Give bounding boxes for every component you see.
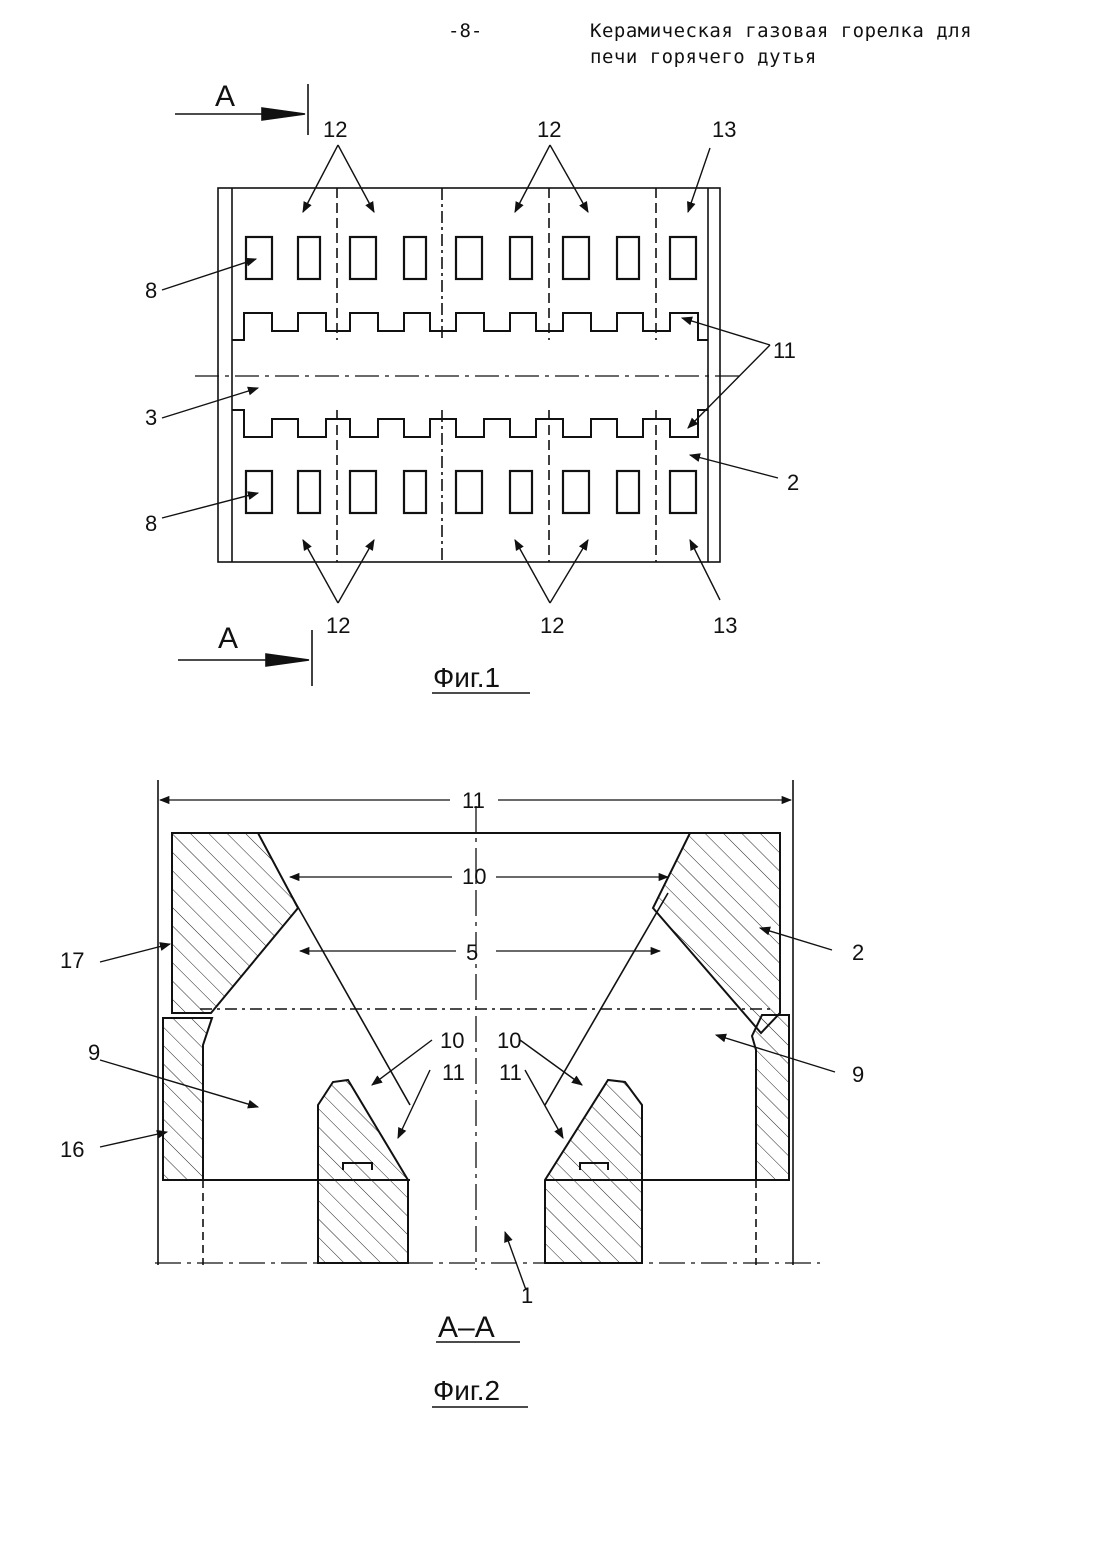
upper-air-openings xyxy=(246,237,696,279)
label-8-upper: 8 xyxy=(145,278,157,303)
label-16: 16 xyxy=(60,1137,84,1162)
label-12-top-right: 12 xyxy=(537,117,561,142)
central-gas-channel xyxy=(232,313,708,437)
lower-air-openings xyxy=(246,471,696,513)
label-11-left: 11 xyxy=(442,1060,465,1085)
label-2-fig2: 2 xyxy=(852,940,864,965)
section-marker-top: A xyxy=(175,80,308,135)
label-13-top: 13 xyxy=(712,117,736,142)
label-1: 1 xyxy=(521,1283,533,1308)
label-10-right: 10 xyxy=(497,1028,521,1053)
section-a-a-caption: A–A xyxy=(438,1311,495,1344)
gas-nozzle-left xyxy=(318,1080,408,1263)
label-17: 17 xyxy=(60,948,84,973)
label-3: 3 xyxy=(145,405,157,430)
label-11: 11 xyxy=(773,338,796,363)
label-9-right: 9 xyxy=(852,1062,864,1087)
label-10-left: 10 xyxy=(440,1028,464,1053)
figure-2: 11 10 5 17 2 10 10 11 11 9 9 16 1 A–A Фи… xyxy=(60,780,864,1407)
label-11-overall: 11 xyxy=(462,788,485,813)
gas-nozzle-right xyxy=(545,1080,642,1263)
label-10-upper: 10 xyxy=(462,864,486,889)
label-2: 2 xyxy=(787,470,799,495)
label-5: 5 xyxy=(466,940,478,965)
label-12-bottom-left: 12 xyxy=(326,613,350,638)
label-8-lower: 8 xyxy=(145,511,157,536)
label-12-top-left: 12 xyxy=(323,117,347,142)
section-letter-top: A xyxy=(215,80,235,113)
label-12-bottom-right: 12 xyxy=(540,613,564,638)
segment-dividers xyxy=(337,188,656,562)
section-letter-bottom: A xyxy=(218,622,238,655)
section-marker-bottom: A xyxy=(178,622,312,686)
figure-1-caption: Фиг.1 xyxy=(433,662,500,693)
fig1-leaders xyxy=(162,145,778,603)
figure-2-caption: Фиг.2 xyxy=(433,1375,500,1406)
label-11-right: 11 xyxy=(499,1060,522,1085)
label-13-bottom: 13 xyxy=(713,613,737,638)
label-9-left: 9 xyxy=(88,1040,100,1065)
burner-plate-outline xyxy=(218,188,720,562)
figure-1: A A xyxy=(145,80,799,693)
